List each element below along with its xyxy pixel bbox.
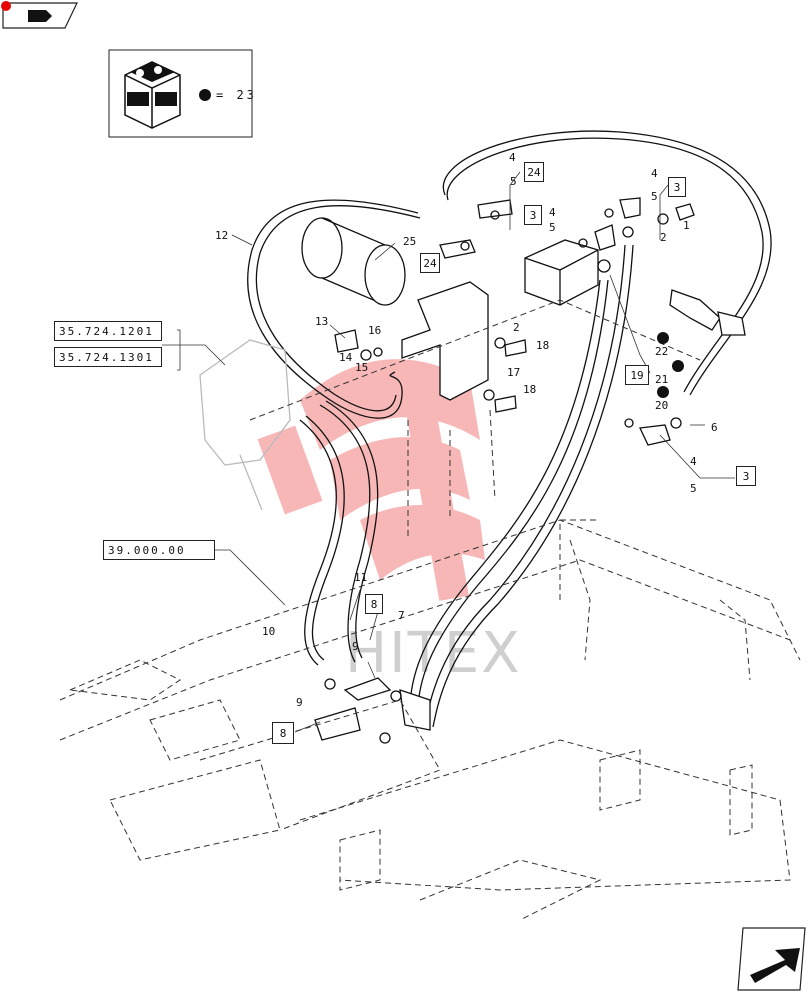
callout-10: 10: [262, 625, 276, 638]
callout-14: 14: [339, 351, 353, 364]
callout-1: 1: [683, 219, 690, 232]
callout-20: 20: [655, 399, 669, 412]
callout-5: 5: [690, 482, 697, 495]
callout-13: 13: [315, 315, 329, 328]
callout-7: 7: [398, 609, 405, 622]
kit-box-icon: [124, 61, 181, 129]
boxed-number-3: 3: [668, 177, 686, 197]
callout-18: 18: [523, 383, 537, 396]
reference-box-35-724-1301[interactable]: 35.724.1301: [54, 347, 162, 367]
next-page-icon[interactable]: [737, 927, 806, 991]
callout-5: 5: [549, 221, 556, 234]
boxed-number-3: 3: [524, 205, 542, 225]
callout-4: 4: [549, 206, 556, 219]
reference-box-39-000-00[interactable]: 39.000.00: [103, 540, 215, 560]
reference-box-35-724-1201[interactable]: 35.724.1201: [54, 321, 162, 341]
watermark-logo: [257, 359, 485, 601]
kit-bullet-icon: [657, 386, 669, 398]
boxed-number-8: 8: [272, 722, 294, 744]
boxed-number-3: 3: [736, 466, 756, 486]
callout-25: 25: [403, 235, 417, 248]
boxed-number-8: 8: [365, 594, 383, 614]
callout-12: 12: [215, 229, 229, 242]
callout-18: 18: [536, 339, 550, 352]
boxed-number-24: 24: [524, 162, 544, 182]
callout-4: 4: [651, 167, 658, 180]
kit-bullet-icon: [657, 332, 669, 344]
kit-bullet-icon: [672, 360, 684, 372]
callout-4: 4: [690, 455, 697, 468]
callout-2: 2: [660, 231, 667, 244]
previous-page-icon[interactable]: [1, 1, 78, 29]
callout-9: 9: [296, 696, 303, 709]
callout-17: 17: [507, 366, 521, 379]
kit-bullet-icon: [199, 89, 211, 101]
callout-9: 9: [352, 640, 359, 653]
callout-15: 15: [355, 361, 369, 374]
callout-2: 2: [513, 321, 520, 334]
callout-6: 6: [711, 421, 718, 434]
boxed-number-24: 24: [420, 253, 440, 273]
boxed-number-19: 19: [625, 365, 649, 385]
leader-lines: [162, 171, 735, 733]
callout-5: 5: [651, 190, 658, 203]
callout-22: 22: [655, 345, 669, 358]
callout-4: 4: [509, 151, 516, 164]
callout-21: 21: [655, 373, 669, 386]
hydraulic-assembly-drawing: [199, 130, 772, 744]
kit-legend-text: = 23: [216, 88, 257, 102]
callout-16: 16: [368, 324, 382, 337]
callout-5: 5: [510, 175, 517, 188]
callout-11: 11: [354, 571, 368, 584]
